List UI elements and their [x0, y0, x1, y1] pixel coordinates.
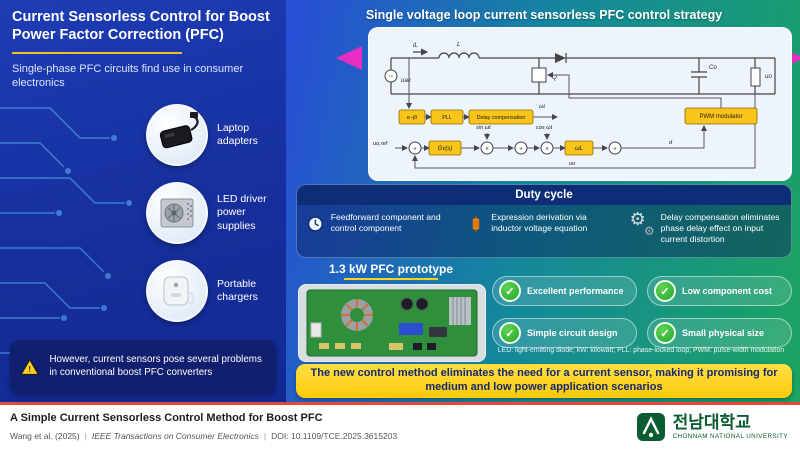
duty-cycle-body: Feedforward component and control compon… [297, 205, 791, 246]
use-case-label: Laptop adapters [217, 121, 258, 147]
block-delay: Delay compensation [477, 115, 526, 121]
title-underline [12, 52, 182, 54]
use-case-led-driver: LED driver power supplies [146, 182, 282, 244]
warning-text: However, current sensors pose several pr… [49, 354, 262, 378]
warning-box: ! However, current sensors pose several … [10, 340, 276, 394]
control-block-diagram: ~ uac iL L Q Co uo [373, 41, 776, 169]
svg-text:+: + [519, 146, 523, 153]
portable-charger-image [146, 260, 208, 322]
label-L: L [457, 41, 461, 48]
duty-cycle-card: Duty cycle Feedforward component and con… [296, 184, 792, 258]
laptop-adapter-icon [159, 112, 199, 149]
duty-point-text: Delay compensation eliminates phase dela… [660, 212, 780, 245]
citation-journal: IEEE Transactions on Consumer Electronic… [91, 431, 259, 441]
benefit-excellent-performance: ✓ Excellent performance [492, 276, 637, 306]
citation-authors: Wang et al. (2025) [10, 431, 80, 441]
university-name-korean: 전남대학교 [672, 413, 751, 432]
block-pwm: PWM modulator [699, 114, 742, 120]
benefit-small-physical-size: ✓ Small physical size [647, 318, 792, 348]
block-pll: PLL [442, 115, 452, 121]
svg-text:+: + [413, 146, 417, 153]
strategy-title: Single voltage loop current sensorless P… [365, 8, 723, 22]
citation: Wang et al. (2025) | IEEE Transactions on … [10, 431, 397, 441]
inductor-icon [472, 216, 480, 232]
use-case-label: Portable chargers [217, 277, 258, 303]
abbreviations-note: LED: light-emitting diode; kW: kilowatt;… [497, 347, 785, 354]
duty-point-text: Feedforward component and control compon… [330, 212, 441, 234]
block-exp: e−jθ [407, 115, 417, 121]
gear-small-icon: ⚙ [643, 224, 655, 238]
use-case-portable-chargers: Portable chargers [146, 260, 282, 322]
power-bank-icon [163, 276, 195, 306]
gears-icon: ⚙ ⚙ [629, 209, 655, 238]
paper-title: A Simple Current Sensorless Control Meth… [10, 412, 323, 424]
warning-mark: ! [28, 365, 31, 374]
benefit-label: Small physical size [682, 327, 765, 338]
benefit-low-component-cost: ✓ Low component cost [647, 276, 792, 306]
block-gv: Gv(s) [438, 146, 453, 152]
ac-source-symbol: ~ [389, 72, 394, 81]
label-cos: cos ωt [536, 125, 553, 131]
prototype-photo [298, 284, 486, 362]
ac-input-arrow-icon [336, 46, 362, 70]
label-sin: sin ωt [476, 125, 491, 131]
benefit-label: Simple circuit design [527, 327, 618, 338]
page-title: Current Sensorless Control for Boost Pow… [12, 9, 270, 44]
control-diagram-card: ~ uac iL L Q Co uo [368, 27, 792, 181]
duty-point-feedforward: Feedforward component and control compon… [307, 212, 458, 246]
citation-doi: DOI: 10.1109/TCE.2025.3615203 [271, 431, 398, 441]
label-Q: Q [552, 74, 557, 81]
use-case-laptop-adapters: Laptop adapters [146, 104, 282, 166]
citation-separator: | [263, 431, 267, 441]
benefit-simple-circuit-design: ✓ Simple circuit design [492, 318, 637, 348]
label-uo-feedback: uo [569, 161, 575, 167]
label-uo: uo [765, 73, 772, 80]
use-case-label: LED driver power supplies [217, 193, 267, 232]
label-uac: uac [401, 77, 412, 84]
gear-large-icon: ⚙ [629, 209, 646, 229]
benefits-grid: ✓ Excellent performance ✓ Low component … [492, 276, 792, 348]
check-icon: ✓ [654, 280, 676, 302]
left-panel: Current Sensorless Control for Boost Pow… [0, 0, 286, 402]
check-icon: ✓ [654, 322, 676, 344]
block-wl: ωL [575, 146, 583, 152]
university-logo: 전남대학교 CHONNAM NATIONAL UNIVERSITY [636, 412, 788, 442]
psu-icon [160, 198, 194, 228]
duty-cycle-header: Duty cycle [297, 185, 791, 205]
prototype-title: 1.3 kW PFC prototype [328, 262, 453, 276]
benefit-label: Low component cost [682, 285, 772, 296]
clock-icon [307, 216, 324, 232]
benefit-label: Excellent performance [527, 285, 624, 296]
duty-point-text: Expression derivation via inductor volta… [491, 212, 588, 234]
pcb-board-image [306, 289, 478, 357]
laptop-adapter-image [146, 104, 208, 166]
svg-text:×: × [485, 146, 489, 153]
svg-text:+: + [613, 146, 617, 153]
duty-point-delay: ⚙ ⚙ Delay compensation eliminates phase … [629, 209, 781, 246]
footer: A Simple Current Sensorless Control Meth… [0, 402, 800, 450]
subtitle: Single-phase PFC circuits find use in co… [12, 63, 244, 90]
citation-separator: | [84, 431, 87, 441]
label-wt: ωt [539, 104, 545, 110]
university-name-english: CHONNAM NATIONAL UNIVERSITY [672, 433, 788, 440]
label-iL: iL [413, 42, 418, 49]
warning-icon: ! [20, 358, 39, 376]
university-emblem-icon [636, 413, 665, 441]
conclusion-banner: The new control method eliminates the ne… [296, 364, 792, 398]
svg-text:×: × [545, 146, 549, 153]
duty-point-inductor: Expression derivation via inductor volta… [468, 212, 619, 246]
label-Co: Co [709, 64, 717, 71]
led-driver-image [146, 182, 208, 244]
prototype-title-underline [344, 278, 438, 280]
check-icon: ✓ [499, 280, 521, 302]
university-name: 전남대학교 CHONNAM NATIONAL UNIVERSITY [673, 414, 788, 440]
check-icon: ✓ [499, 322, 521, 344]
label-uo-ref: uo,ref [373, 141, 389, 147]
label-d: d [669, 140, 673, 146]
